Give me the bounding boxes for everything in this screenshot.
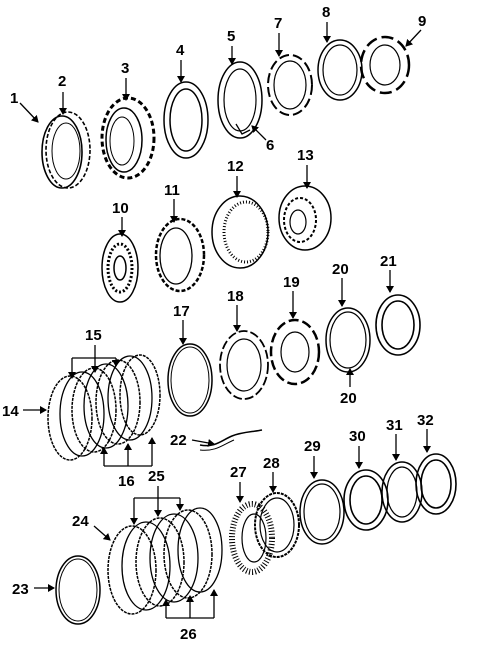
part-28-ring [254, 492, 300, 558]
callout-7: 7 [274, 15, 282, 32]
callout-18: 18 [227, 288, 244, 305]
callout-6: 6 [266, 137, 274, 154]
callout-3: 3 [121, 60, 129, 77]
callout-17: 17 [173, 303, 190, 320]
callout-4: 4 [176, 42, 185, 59]
part-11-gear-ring [154, 217, 206, 293]
part-10-bearing [101, 233, 139, 303]
part-4-thrust-ring [163, 81, 209, 159]
callout-13: 13 [297, 147, 314, 164]
callout-11: 11 [164, 182, 180, 199]
part-12-roller-clutch [211, 195, 270, 269]
callout-labels: 1 2 3 4 5 6 7 8 9 10 11 12 13 14 15 16 1… [2, 4, 434, 643]
callout-9: 9 [418, 13, 426, 30]
part-20-ring [325, 307, 371, 373]
callout-1: 1 [10, 90, 18, 107]
callout-10: 10 [112, 200, 129, 217]
callout-8: 8 [322, 4, 330, 21]
part-7-tabbed-plate [267, 54, 313, 116]
callout-30: 30 [349, 428, 366, 445]
callout-23: 23 [12, 581, 29, 598]
callout-2: 2 [58, 73, 66, 90]
callout-12: 12 [227, 158, 244, 175]
callout-31: 31 [386, 417, 403, 434]
part-22-spring-clip [199, 429, 263, 451]
callout-21: 21 [380, 253, 397, 270]
callout-22: 22 [170, 432, 187, 449]
callout-5: 5 [227, 28, 235, 45]
part-8-ring [317, 39, 363, 101]
part-32-seal [415, 453, 457, 515]
callout-20-bottom: 20 [340, 390, 357, 407]
part-27-wave-plate [229, 501, 275, 575]
callout-15: 15 [85, 327, 102, 344]
part-13-sun-gear [278, 185, 332, 251]
callout-32: 32 [417, 412, 434, 429]
part-9-retainer [359, 35, 411, 95]
callout-28: 28 [263, 455, 280, 472]
part-30-piston [343, 469, 389, 531]
part-14-15-16-clutch-pack [47, 354, 161, 461]
part-1-2-drum-ring [41, 111, 91, 189]
part-18-plate [219, 330, 269, 400]
callout-25: 25 [148, 468, 165, 485]
part-19-retainer [269, 318, 321, 386]
part-23-snap-ring [55, 555, 101, 625]
callout-27: 27 [230, 464, 247, 481]
part-3-gear-hub [100, 96, 156, 180]
part-29-ring [299, 479, 345, 545]
part-5-6-snap-ring [217, 61, 263, 139]
part-17-snap-ring [167, 343, 213, 417]
part-21-seal [375, 294, 421, 356]
callout-29: 29 [304, 438, 321, 455]
callout-19: 19 [283, 274, 300, 291]
leader-lines [19, 22, 431, 619]
callout-24: 24 [72, 513, 89, 530]
callout-26: 26 [180, 626, 197, 643]
part-24-25-26-clutch-pack [107, 507, 223, 615]
callout-20-top: 20 [332, 261, 349, 278]
callout-14: 14 [2, 403, 19, 420]
callout-16: 16 [118, 473, 135, 490]
